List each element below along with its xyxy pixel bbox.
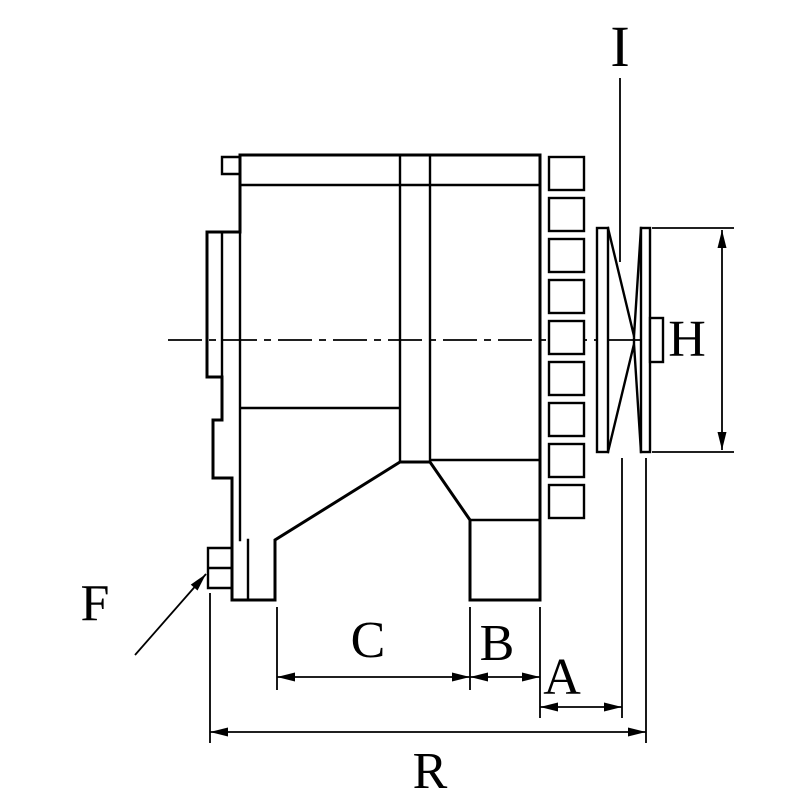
label-h: H <box>668 311 706 368</box>
fin-segment <box>547 196 586 233</box>
fin-segment <box>547 442 586 479</box>
label-f: F <box>81 575 110 632</box>
fin-segment <box>547 401 586 438</box>
fin-segment <box>547 278 586 315</box>
fin-segment <box>547 237 586 274</box>
housing-top-tab <box>220 155 242 176</box>
label-i: I <box>610 14 629 79</box>
fin-segment <box>547 360 586 397</box>
fin-segment <box>547 319 586 356</box>
housing-outline <box>205 153 542 602</box>
pulley-back-flange <box>595 226 610 454</box>
label-b: B <box>480 615 515 672</box>
housing-internal-lines <box>206 153 542 602</box>
label-c: C <box>351 612 386 669</box>
cooling-fins <box>547 155 586 520</box>
label-a: A <box>543 649 581 706</box>
shaft-nut <box>648 316 665 364</box>
extension-lines <box>209 227 734 743</box>
label-r: R <box>413 743 448 800</box>
fin-segment <box>547 155 586 192</box>
fin-segment <box>547 483 586 520</box>
leader-line-f <box>134 573 207 656</box>
pulley-front-flange <box>639 226 652 454</box>
alternator-housing <box>205 153 542 602</box>
pulley <box>595 226 665 454</box>
